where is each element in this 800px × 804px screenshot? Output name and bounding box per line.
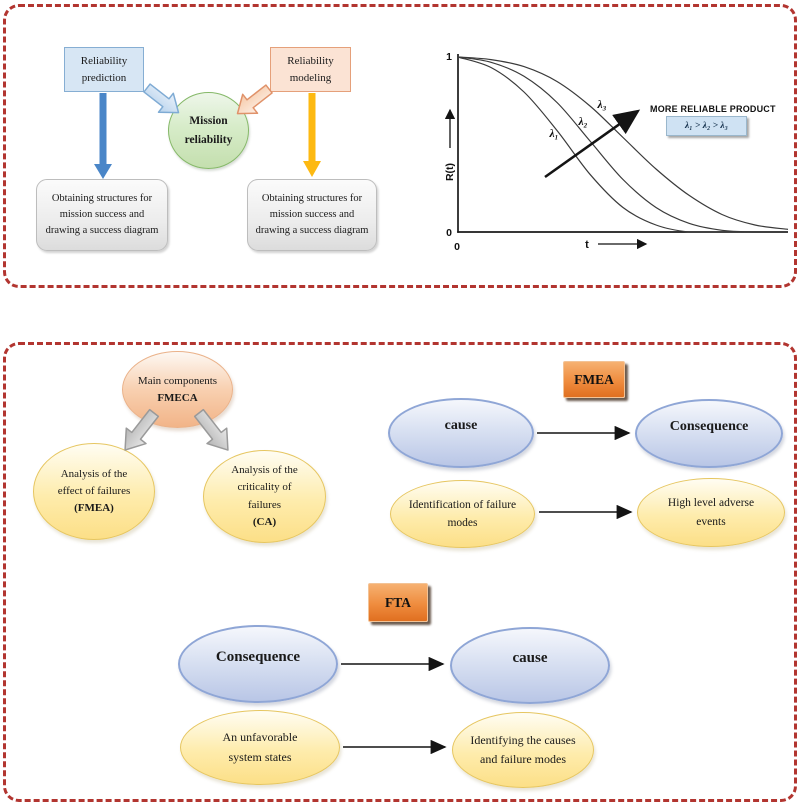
- fta-header-box: FTA: [368, 583, 428, 622]
- lambda-relation-label: λ₁ > λ₂ > λ₃: [685, 121, 728, 131]
- fmea-consequence-label: Consequence: [669, 418, 749, 434]
- ca-criticality-ellipse: Analysis of the criticality of failures …: [203, 450, 326, 543]
- fmea-header-label: FMEA: [574, 371, 614, 387]
- reliability-modeling-label: Reliability modeling: [287, 55, 334, 84]
- fmea-adverse-events-label: High level adverse events: [667, 497, 755, 528]
- fmea-effect-abbr: (FMEA): [74, 502, 114, 515]
- fmea-cause-ellipse: cause: [388, 398, 534, 468]
- fta-header-label: FTA: [385, 594, 411, 610]
- right-outcome-label: Obtaining structures for mission success…: [255, 192, 369, 237]
- fmeca-root-abbr: FMECA: [157, 391, 198, 404]
- fmea-cause-label: cause: [444, 418, 478, 433]
- fta-identify-causes-label: Identifying the causes and failure modes: [470, 733, 576, 766]
- reliability-modeling-box: Reliability modeling: [270, 47, 351, 92]
- fta-consequence-ellipse: Consequence: [178, 625, 338, 703]
- left-outcome-label: Obtaining structures for mission success…: [45, 192, 159, 237]
- fmea-effect-name: Analysis of the effect of failures: [57, 467, 131, 497]
- fta-consequence-label: Consequence: [215, 648, 301, 665]
- ca-criticality-abbr: (CA): [252, 515, 277, 528]
- fmea-consequence-ellipse: Consequence: [635, 399, 783, 468]
- fmea-header-box: FMEA: [563, 361, 625, 398]
- reliability-prediction-label: Reliability prediction: [80, 55, 128, 84]
- right-outcome-box: Obtaining structures for mission success…: [247, 179, 377, 251]
- ca-criticality-name: Analysis of the criticality of failures: [231, 464, 298, 511]
- fta-cause-ellipse: cause: [450, 627, 610, 704]
- fmea-adverse-events-ellipse: High level adverse events: [637, 478, 785, 547]
- fmea-failure-modes-ellipse: Identification of failure modes: [390, 480, 535, 548]
- fta-system-states-label: An unfavorable system states: [222, 729, 298, 764]
- mission-reliability-label: Mission reliability: [184, 115, 233, 146]
- fmeca-root-ellipse: Main components FMECA: [122, 351, 233, 428]
- left-outcome-box: Obtaining structures for mission success…: [36, 179, 168, 251]
- lambda-relation-box: λ₁ > λ₂ > λ₃: [666, 116, 747, 136]
- fmea-effect-ellipse: Analysis of the effect of failures (FMEA…: [33, 443, 155, 540]
- fmeca-root-name: Main components: [137, 375, 218, 387]
- fta-identify-causes-ellipse: Identifying the causes and failure modes: [452, 712, 594, 788]
- mission-reliability-circle: Mission reliability: [168, 92, 249, 169]
- fta-cause-label: cause: [512, 650, 548, 666]
- reliability-prediction-box: Reliability prediction: [64, 47, 144, 92]
- fta-system-states-ellipse: An unfavorable system states: [180, 710, 340, 785]
- fmea-failure-modes-label: Identification of failure modes: [408, 498, 517, 529]
